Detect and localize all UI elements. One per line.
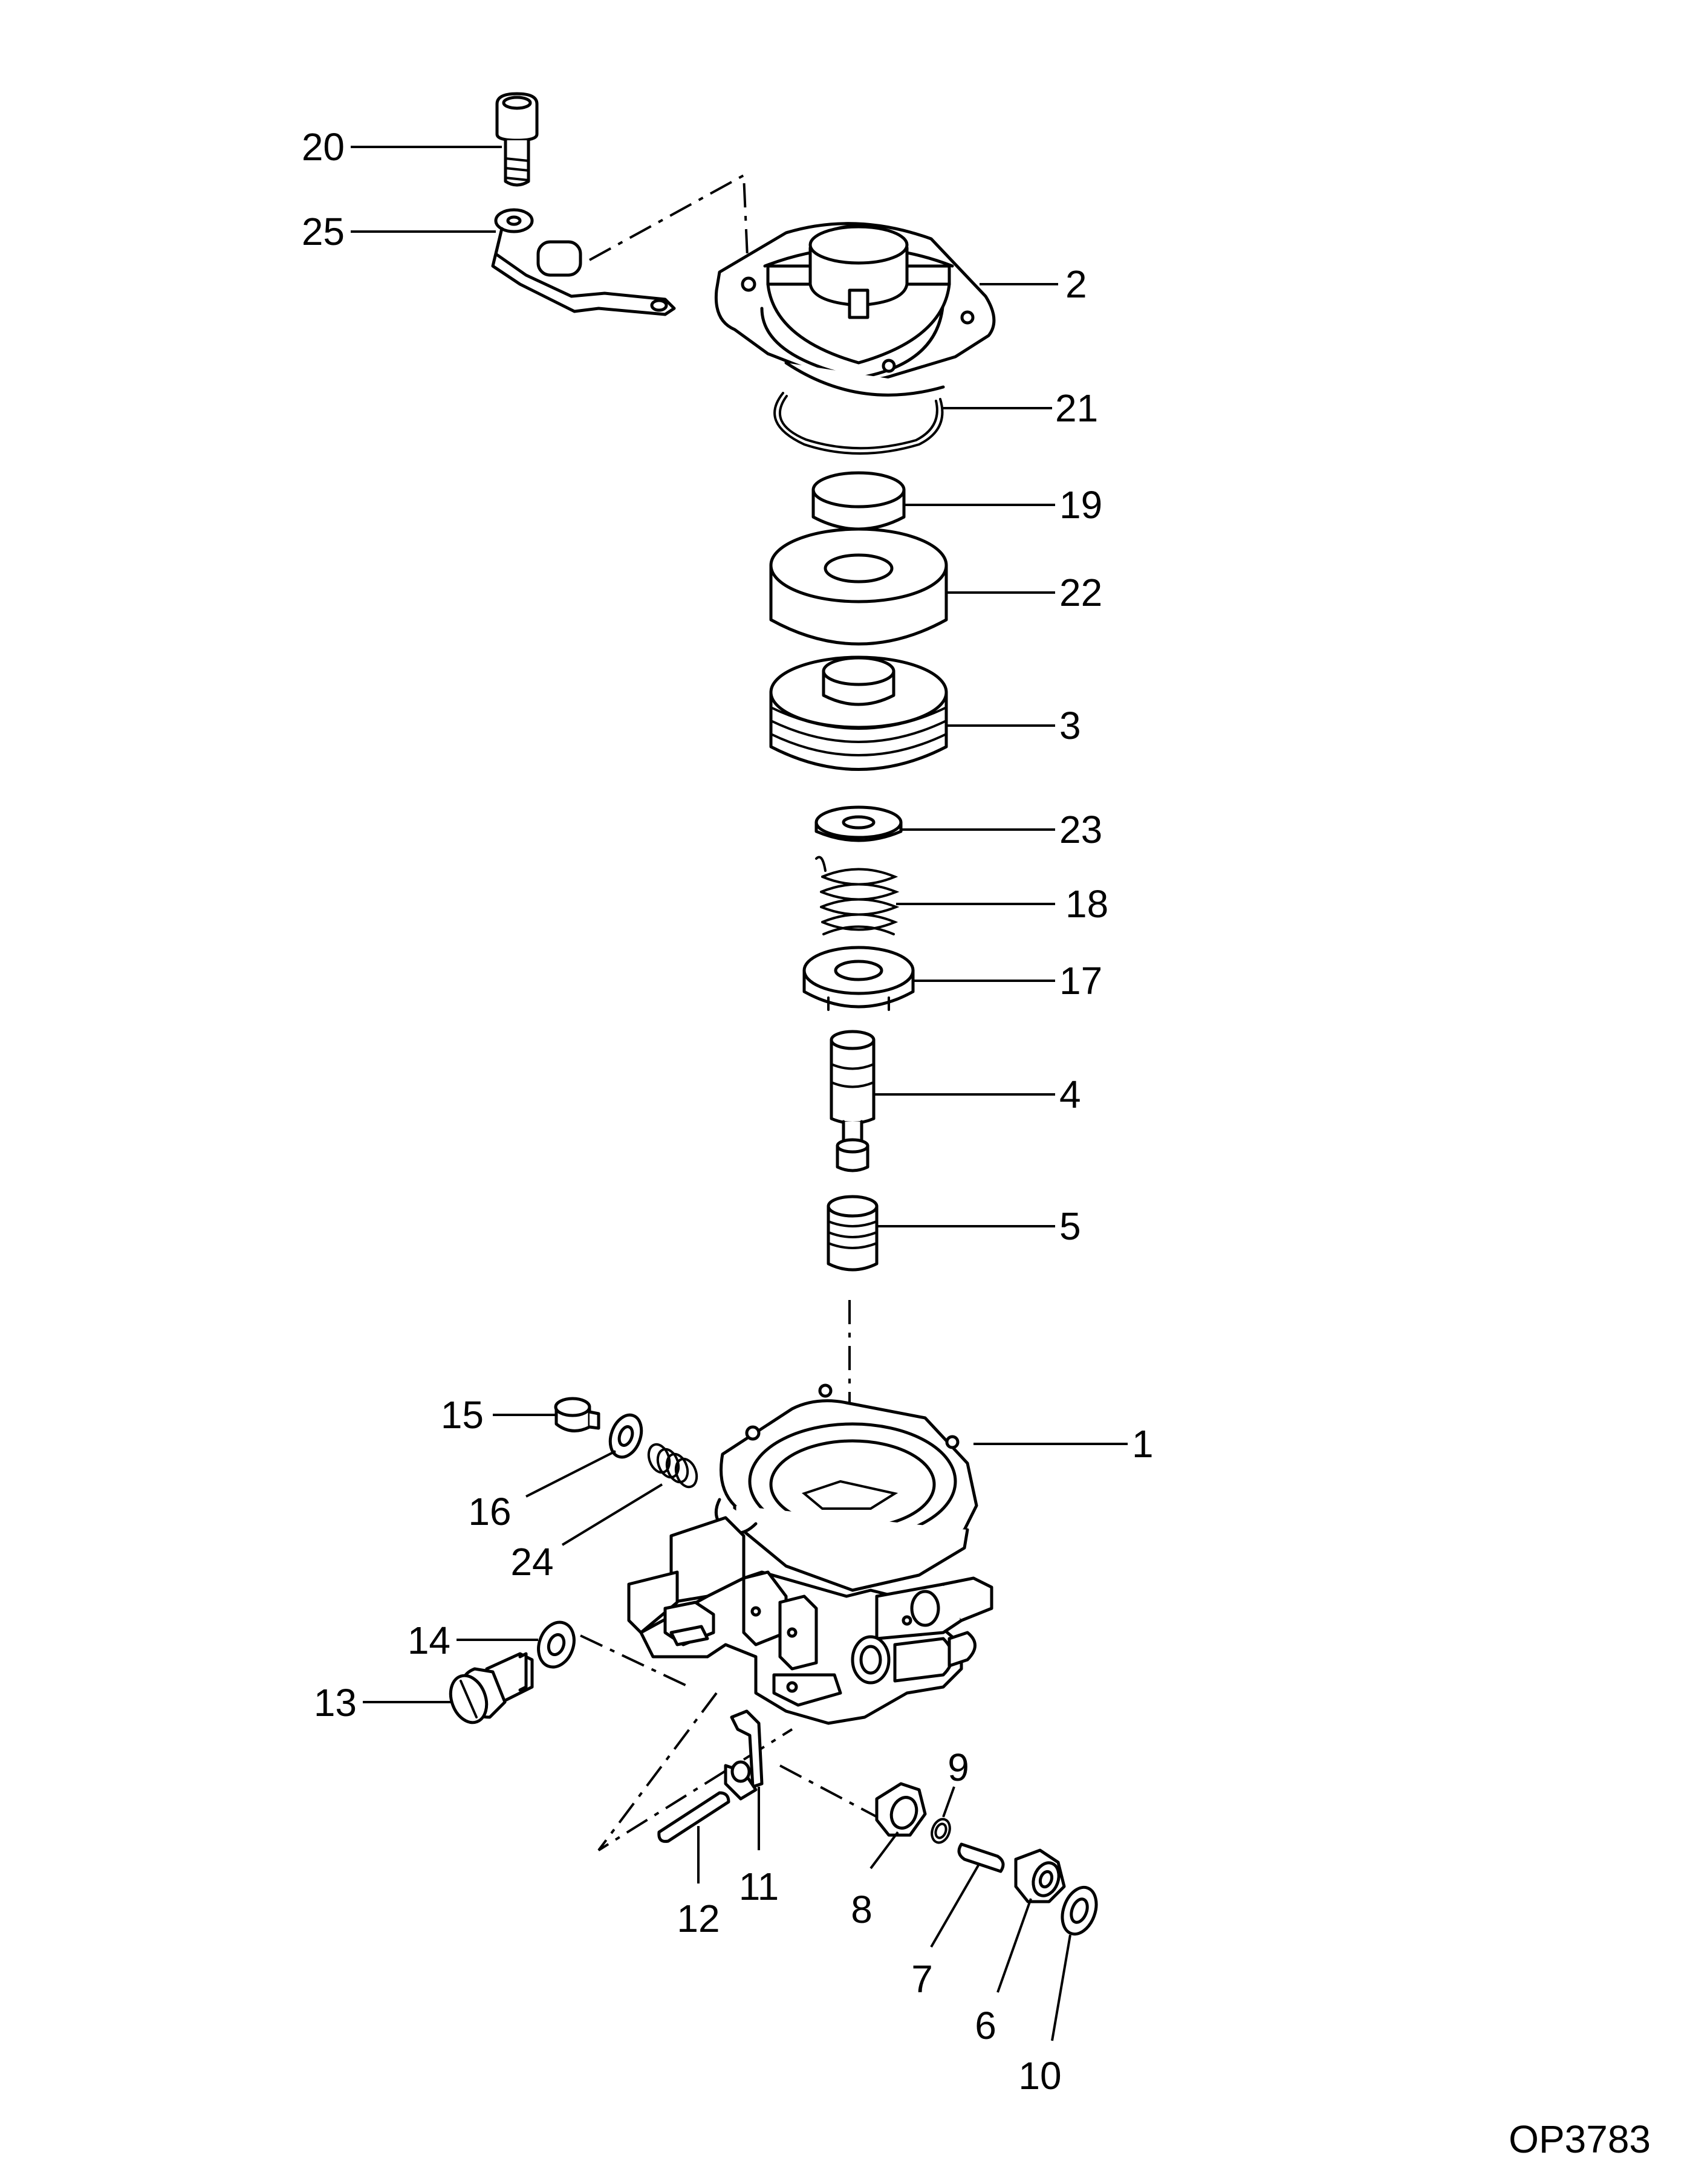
drawing-code: OP3783 (1509, 2117, 1651, 2161)
part-17-nut (802, 946, 915, 1011)
callout-15: 15 (441, 1393, 484, 1437)
callout-10: 10 (1018, 2054, 1061, 2098)
part-21-o-ring (773, 392, 944, 455)
callout-23: 23 (1059, 808, 1102, 851)
callout-21: 21 (1055, 386, 1098, 430)
callout-19: 19 (1059, 483, 1102, 527)
part-19-plug (811, 471, 906, 531)
part-20-bolt (495, 92, 539, 187)
part-5-bushing (827, 1195, 879, 1272)
callout-8: 8 (851, 1888, 873, 1931)
part-25-lever (491, 208, 676, 316)
part-16-washer (608, 1413, 643, 1459)
callout-12: 12 (677, 1897, 720, 1940)
assembly-axes (580, 173, 883, 1851)
callout-4: 4 (1059, 1073, 1081, 1116)
leader-lines (351, 146, 1128, 2041)
callout-25: 25 (302, 210, 345, 253)
callout-1: 1 (1132, 1422, 1154, 1466)
part-14-washer (537, 1620, 576, 1669)
callout-17: 17 (1059, 959, 1102, 1003)
callout-9: 9 (947, 1746, 969, 1789)
callout-labels: 20 25 2 21 19 22 3 23 18 17 4 5 1 15 16 … (302, 125, 1154, 2098)
callout-7: 7 (911, 1957, 933, 2001)
callout-20: 20 (302, 125, 345, 169)
part-11-bracket (724, 1709, 764, 1801)
callout-3: 3 (1059, 704, 1081, 747)
callout-16: 16 (468, 1490, 511, 1533)
part-22-ring (769, 527, 948, 646)
part-23-washer (814, 805, 903, 842)
part-4-spool (830, 1030, 876, 1172)
callout-18: 18 (1065, 882, 1108, 926)
callout-2: 2 (1065, 262, 1087, 306)
part-15-plug (554, 1397, 600, 1432)
callout-5: 5 (1059, 1204, 1081, 1248)
part-8-nut (875, 1782, 927, 1837)
callout-22: 22 (1059, 571, 1102, 614)
part-12-pin (657, 1791, 730, 1843)
part-6-sleeve (1014, 1848, 1066, 1903)
callout-24: 24 (510, 1540, 553, 1584)
callout-11: 11 (739, 1865, 779, 1908)
part-2-cover (714, 222, 996, 397)
part-24-spring (647, 1443, 698, 1489)
callout-13: 13 (314, 1681, 357, 1724)
part-3-piston (769, 655, 948, 771)
part-9-o-ring (931, 1818, 951, 1844)
part-10-washer (1061, 1885, 1098, 1936)
callout-6: 6 (975, 2004, 996, 2047)
part-18-spring (815, 856, 900, 935)
part-1-valve-body (627, 1383, 993, 1725)
part-13-bolt (449, 1652, 534, 1724)
callout-14: 14 (408, 1619, 450, 1662)
part-7-pin (957, 1842, 1005, 1873)
